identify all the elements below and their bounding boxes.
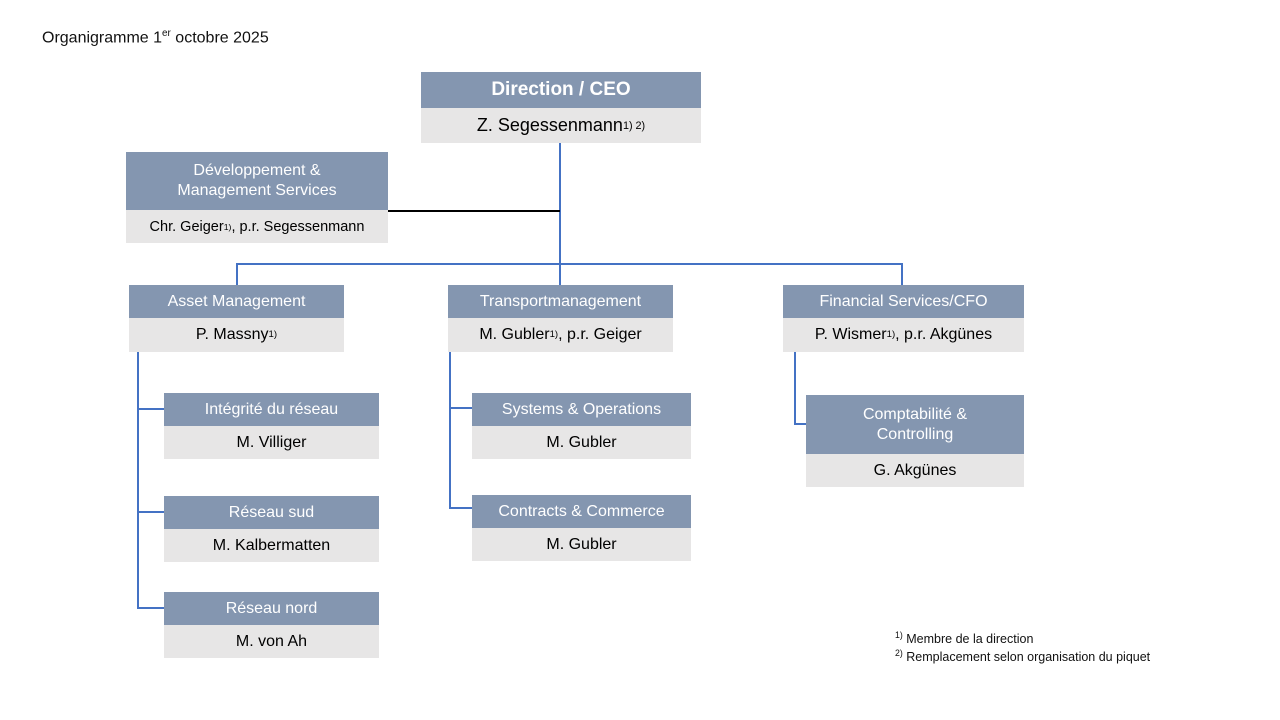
connector-distributor — [236, 263, 903, 265]
footnotes: 1) Membre de la direction 2) Remplacemen… — [895, 630, 1150, 666]
org-node-reseau-sud-name: M. Kalbermatten — [164, 529, 379, 562]
connector-stub-compta — [794, 423, 806, 425]
node-title-label: Asset Management — [167, 292, 306, 310]
node-title-label: Transportmanagement — [479, 292, 642, 310]
node-title-label: Développement & Management Services — [177, 162, 337, 199]
org-node-integrite-name: M. Villiger — [164, 426, 379, 459]
org-node-compta-name: G. Akgünes — [806, 454, 1024, 487]
org-node-systems-operations[interactable]: Systems & Operations M. Gubler — [472, 393, 691, 459]
node-name-label: Chr. Geiger — [149, 218, 224, 235]
connector-drop-financial — [901, 263, 903, 285]
org-node-contracts-title: Contracts & Commerce — [472, 495, 691, 528]
footnote-1: 1) Membre de la direction — [895, 630, 1150, 648]
node-title-label: Financial Services/CFO — [819, 292, 988, 310]
org-node-transport-title: Transportmanagement — [448, 285, 673, 318]
node-name-label: M. Kalbermatten — [212, 536, 331, 554]
footnote-2-marker: 2) — [895, 647, 903, 658]
node-name-label: G. Akgünes — [873, 461, 957, 479]
org-node-asset-title: Asset Management — [129, 285, 344, 318]
org-node-reseau-nord-title: Réseau nord — [164, 592, 379, 625]
org-node-reseau-sud-title: Réseau sud — [164, 496, 379, 529]
org-node-financial-services-cfo[interactable]: Financial Services/CFO P. Wismer 1), p.r… — [783, 285, 1024, 352]
node-title-label: Systems & Operations — [501, 400, 662, 418]
org-node-direction-ceo-title: Direction / CEO — [421, 72, 701, 108]
connector-asset-subtrunk — [137, 352, 139, 609]
org-node-integrite-title: Intégrité du réseau — [164, 393, 379, 426]
node-title-label: Direction / CEO — [491, 79, 631, 101]
org-node-transport-name: M. Gubler 1), p.r. Geiger — [448, 318, 673, 352]
org-node-integrite-du-reseau[interactable]: Intégrité du réseau M. Villiger — [164, 393, 379, 459]
org-node-financial-title: Financial Services/CFO — [783, 285, 1024, 318]
connector-stub-reseau-nord — [137, 607, 164, 609]
connector-financial-subtrunk — [794, 352, 796, 425]
footnote-1-text: Membre de la direction — [902, 632, 1034, 647]
node-title-label: Réseau nord — [225, 599, 318, 617]
node-title-label: Intégrité du réseau — [204, 400, 339, 418]
connector-drop-asset — [236, 263, 238, 285]
connector-stub-reseau-sud — [137, 511, 164, 513]
node-name-label: P. Massny — [195, 326, 269, 343]
connector-stub-integrite — [137, 408, 164, 410]
footnote-1-marker: 1) — [895, 630, 903, 640]
org-node-reseau-nord-name: M. von Ah — [164, 625, 379, 658]
org-node-comptabilite-controlling[interactable]: Comptabilité & Controlling G. Akgünes — [806, 395, 1024, 487]
node-name-label: P. Wismer — [814, 326, 887, 343]
org-node-asset-name: P. Massny 1) — [129, 318, 344, 352]
org-node-dev-name: Chr. Geiger 1), p.r. Segessenmann — [126, 210, 388, 243]
footnote-2-text: Remplacement selon organisation du pique… — [902, 649, 1151, 664]
connector-ceo-trunk — [559, 143, 561, 285]
org-node-direction-ceo[interactable]: Direction / CEO Z. Segessenmann 1) 2) — [421, 72, 701, 143]
page-title-text-2: octobre 2025 — [170, 29, 269, 47]
org-node-compta-title: Comptabilité & Controlling — [806, 395, 1024, 454]
node-name-label: M. Gubler — [546, 535, 617, 553]
org-node-transportmanagement[interactable]: Transportmanagement M. Gubler 1), p.r. G… — [448, 285, 673, 352]
org-node-dev-title: Développement & Management Services — [126, 152, 388, 210]
page-title-text: Organigramme 1 — [42, 29, 163, 47]
node-name-label: M. Gubler — [479, 326, 550, 343]
node-title-label: Contracts & Commerce — [498, 502, 665, 520]
connector-transport-subtrunk — [449, 352, 451, 509]
org-node-reseau-nord[interactable]: Réseau nord M. von Ah — [164, 592, 379, 658]
org-node-direction-ceo-name: Z. Segessenmann 1) 2) — [421, 108, 701, 143]
org-node-contracts-commerce[interactable]: Contracts & Commerce M. Gubler — [472, 495, 691, 561]
org-node-systems-name: M. Gubler — [472, 426, 691, 459]
node-title-label: Comptabilité & Controlling — [862, 405, 968, 443]
node-name-label: M. Villiger — [236, 433, 307, 451]
node-name-label: M. Gubler — [546, 433, 617, 451]
connector-stub-contracts — [449, 507, 472, 509]
connector-stub-systems — [449, 407, 472, 409]
node-name-label: Z. Segessenmann — [476, 115, 623, 135]
org-node-developpement-management-services[interactable]: Développement & Management Services Chr.… — [126, 152, 388, 243]
org-node-reseau-sud[interactable]: Réseau sud M. Kalbermatten — [164, 496, 379, 562]
org-node-systems-title: Systems & Operations — [472, 393, 691, 426]
node-title-label: Réseau sud — [228, 503, 315, 521]
org-node-financial-name: P. Wismer 1), p.r. Akgünes — [783, 318, 1024, 352]
node-name-label: M. von Ah — [235, 632, 308, 650]
page-title-sup: er — [162, 28, 171, 39]
page-title: Organigramme 1er octobre 2025 — [42, 28, 269, 47]
org-node-asset-management[interactable]: Asset Management P. Massny 1) — [129, 285, 344, 352]
connector-dev-to-trunk — [388, 210, 560, 212]
footnote-2: 2) Remplacement selon organisation du pi… — [895, 648, 1150, 666]
org-node-contracts-name: M. Gubler — [472, 528, 691, 561]
